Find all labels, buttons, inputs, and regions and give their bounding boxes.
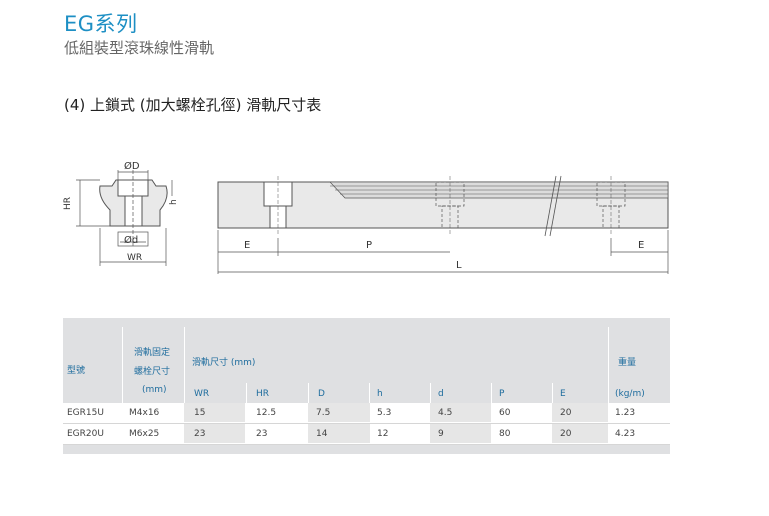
header-bolt-line1: 滑軌固定 [134, 348, 171, 358]
cell-shade [430, 424, 491, 443]
label-E-left: E [244, 240, 250, 251]
label-h: h [169, 199, 179, 205]
header-bolt-unit: (mm) [142, 385, 167, 395]
header-weight-unit: (kg/m) [615, 389, 645, 399]
table-top-band [63, 318, 670, 327]
divider [122, 327, 123, 403]
cell-E: 20 [560, 408, 572, 418]
rail-dimension-table: 型號 滑軌固定 螺栓尺寸 (mm) 滑軌尺寸 (mm) 重量 (kg/m) WR… [63, 318, 670, 454]
label-d: Ød [124, 234, 138, 246]
cell-d: 9 [438, 429, 444, 439]
cell-shade [552, 403, 608, 422]
subheader-d: d [438, 389, 444, 399]
cell-D: 14 [316, 429, 328, 439]
cell-model: EGR15U [67, 408, 104, 418]
cell-h: 5.3 [377, 408, 392, 418]
label-P: P [366, 240, 372, 251]
label-E-right: E [638, 240, 644, 251]
label-HR: HR [63, 197, 73, 210]
page-subtitle: 低組裝型滾珠線性滑軌 [64, 39, 215, 57]
divider [184, 327, 185, 403]
label-D: ØD [124, 160, 140, 172]
cell-HR: 12.5 [256, 408, 277, 418]
cell-P: 80 [499, 429, 511, 439]
cell-bolt: M4x16 [129, 408, 160, 418]
cell-shade [184, 403, 245, 422]
cell-E: 20 [560, 429, 572, 439]
subheader-P: P [499, 389, 505, 399]
table-row: EGR15U M4x16 15 12.5 7.5 5.3 4.5 60 20 1… [63, 403, 670, 424]
page-title: EG系列 [64, 12, 138, 36]
cell-D: 7.5 [316, 408, 331, 418]
subheader-D: D [318, 389, 325, 399]
cell-shade [552, 424, 608, 443]
cell-shade [308, 424, 370, 443]
sub-header-row: WR HR D h d P E [184, 383, 608, 403]
cell-shade [184, 424, 245, 443]
header-model: 型號 [67, 366, 86, 376]
subheader-h: h [377, 389, 383, 399]
cell-HR: 23 [256, 429, 268, 439]
cell-shade [308, 403, 370, 422]
cell-h: 12 [377, 429, 389, 439]
cell-WR: 15 [194, 408, 206, 418]
cell-weight: 4.23 [615, 429, 636, 439]
cell-d: 4.5 [438, 408, 453, 418]
cell-bolt: M6x25 [129, 429, 160, 439]
header-bolt-line2: 螺栓尺寸 [134, 367, 171, 377]
divider [608, 327, 609, 403]
cell-P: 60 [499, 408, 511, 418]
table-row: EGR20U M6x25 23 23 14 12 9 80 20 4.23 [63, 424, 670, 445]
subheader-E: E [560, 389, 566, 399]
label-L: L [456, 260, 462, 271]
subheader-HR: HR [256, 389, 270, 399]
cell-weight: 1.23 [615, 408, 636, 418]
section-title: (4) 上鎖式 (加大螺栓孔徑) 滑軌尺寸表 [64, 96, 322, 114]
table-bottom-band [63, 445, 670, 454]
cell-shade [430, 403, 491, 422]
rail-cross-section [76, 170, 173, 266]
subheader-WR: WR [194, 389, 210, 399]
rail-drawing: ØD Ød HR h WR E P E L [63, 160, 669, 274]
header-weight: 重量 [618, 358, 637, 368]
cell-WR: 23 [194, 429, 206, 439]
cell-model: EGR20U [67, 429, 104, 439]
rail-side-view [217, 175, 669, 274]
table-header: 型號 滑軌固定 螺栓尺寸 (mm) 滑軌尺寸 (mm) 重量 (kg/m) WR… [63, 327, 670, 403]
header-rail-dims: 滑軌尺寸 (mm) [192, 358, 256, 368]
label-WR: WR [127, 253, 142, 263]
